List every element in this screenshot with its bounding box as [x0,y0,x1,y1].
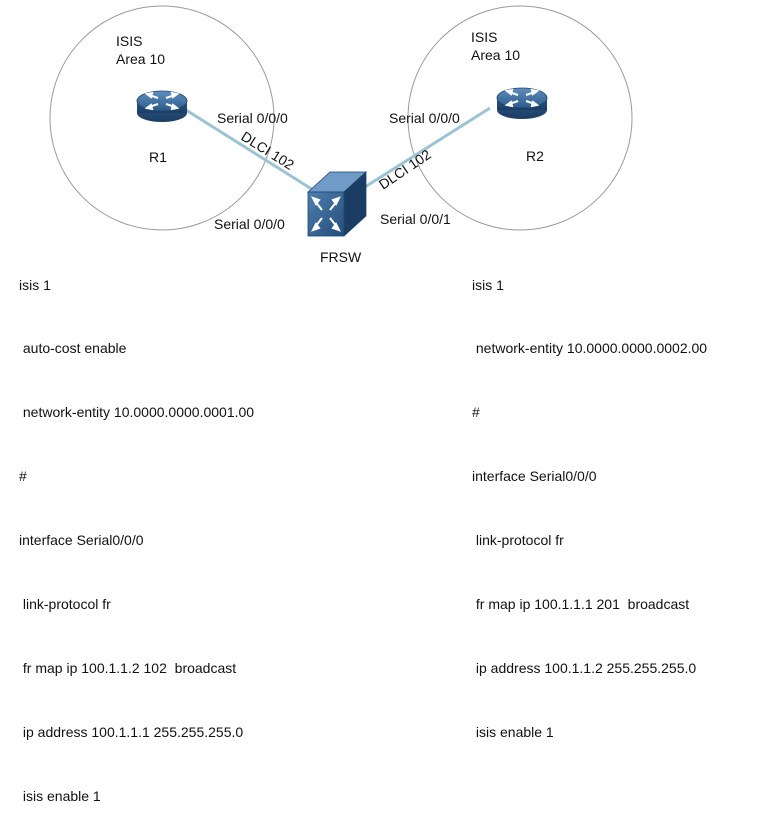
config-line: fr map ip 100.1.1.1 201 broadcast [472,596,690,613]
r2-frsw-link [356,106,491,194]
r1-label: R1 [149,149,167,165]
router-icon[interactable] [496,87,548,119]
r2-label: R2 [526,148,544,164]
config-line: link-protocol fr [19,596,111,613]
right-area-name-label: Area 10 [471,47,521,63]
config-line: network-entity 10.0000.0000.0001.00 [19,404,255,421]
r2-config-block: isis 1 network-entity 10.0000.0000.0002.… [472,232,707,764]
r2-interface-label: Serial 0/0/0 [389,110,460,126]
config-line: ip address 100.1.1.2 255.255.255.0 [472,659,697,676]
left-area-name-label: Area 10 [116,51,166,67]
frsw-left-interface-label: Serial 0/0/0 [214,216,285,232]
config-line: interface Serial0/0/0 [472,468,597,485]
left-area-protocol-label: ISIS [116,33,143,49]
frame-relay-switch-icon[interactable] [306,171,368,237]
right-area-protocol-label: ISIS [471,29,498,45]
config-line: fr map ip 100.1.1.2 102 broadcast [19,659,237,676]
config-line: isis enable 1 [19,787,101,804]
config-line: network-entity 10.0000.0000.0002.00 [472,340,708,357]
r1-dlci-label: DLCI 102 [238,128,297,173]
config-line: isis 1 [472,276,504,293]
config-line: link-protocol fr [472,532,564,549]
router-icon[interactable] [136,90,188,122]
network-topology-diagram: DLCI 102 DLCI 102 [49,5,633,237]
config-line: interface Serial0/0/0 [19,532,144,549]
config-line: isis 1 [19,276,51,293]
frsw-label: FRSW [320,249,362,265]
r1-frsw-link [185,108,319,195]
config-line: auto-cost enable [19,340,127,357]
r1-config-block: isis 1 auto-cost enable network-entity 1… [19,232,254,828]
frsw-right-interface-label: Serial 0/0/1 [380,211,451,227]
config-line: # [472,404,480,421]
right-isis-area-circle [407,5,633,231]
config-line: isis enable 1 [472,723,554,740]
config-line: ip address 100.1.1.1 255.255.255.0 [19,723,244,740]
left-isis-area-circle [49,5,275,231]
r2-dlci-label: DLCI 102 [376,146,434,192]
r1-interface-label: Serial 0/0/0 [217,110,288,126]
config-line: # [19,468,27,485]
